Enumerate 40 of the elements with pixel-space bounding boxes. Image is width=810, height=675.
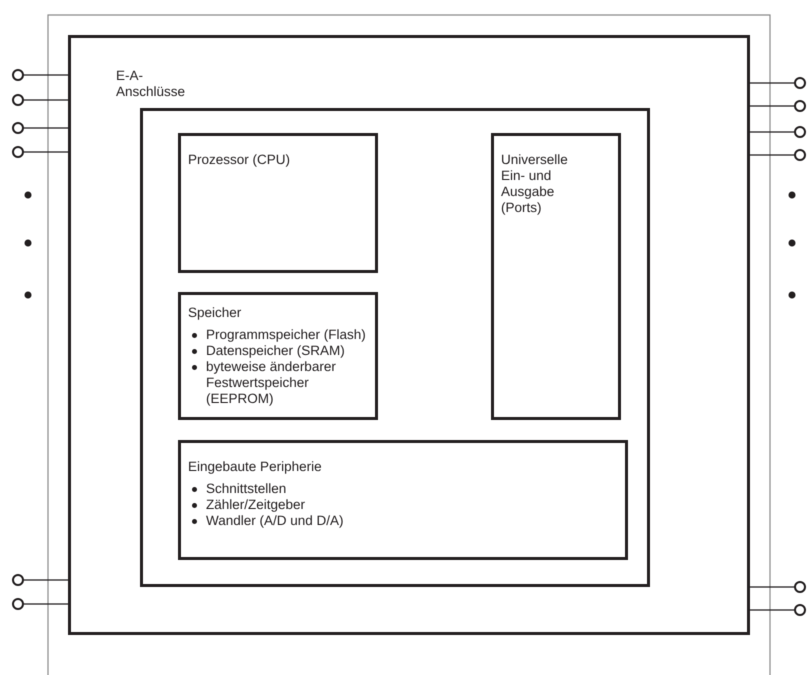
block-box [178,292,378,420]
pin-circle [12,122,24,134]
pin-circle [794,581,806,593]
pin-circle [794,126,806,138]
pin-circle [794,100,806,112]
pin-line [750,105,794,107]
pin-circle [794,77,806,89]
list-item: Zähler/Zeitgeber [188,497,623,513]
pin-circle [794,149,806,161]
block-title: Eingebaute Peripherie [188,459,323,475]
pin-circle [12,574,24,586]
pin-line [750,586,794,588]
pin-line [24,99,68,101]
block-title: E-A- Anschlüsse [116,68,186,100]
pin-line [750,131,794,133]
pin-line [24,127,68,129]
list-item: Schnittstellen [188,481,623,497]
list-item: byteweise änderbarer Festwertspeicher (EEPROM) [188,359,373,407]
pin-circle [12,598,24,610]
list-item: Datenspeicher (SRAM) [188,343,373,359]
pin-line [750,609,794,611]
block-box [491,133,621,420]
block-box [178,440,628,560]
block-box [178,133,378,273]
pin-line [24,579,68,581]
pin-circle [12,94,24,106]
pin-circle [12,146,24,158]
pin-circle [794,604,806,616]
block-title: Speicher [188,305,242,321]
pin-line [750,82,794,84]
pin-line [24,74,68,76]
block-title: Prozessor (CPU) [188,152,292,168]
block-title: Universelle Ein- und Ausgabe (Ports) [501,152,569,216]
core-box [140,108,650,587]
pin-circle [12,69,24,81]
pin-line [24,603,68,605]
list-item: Programmspeicher (Flash) [188,327,373,343]
pin-line [750,154,794,156]
pin-line [24,151,68,153]
list-item: Wandler (A/D und D/A) [188,513,623,529]
